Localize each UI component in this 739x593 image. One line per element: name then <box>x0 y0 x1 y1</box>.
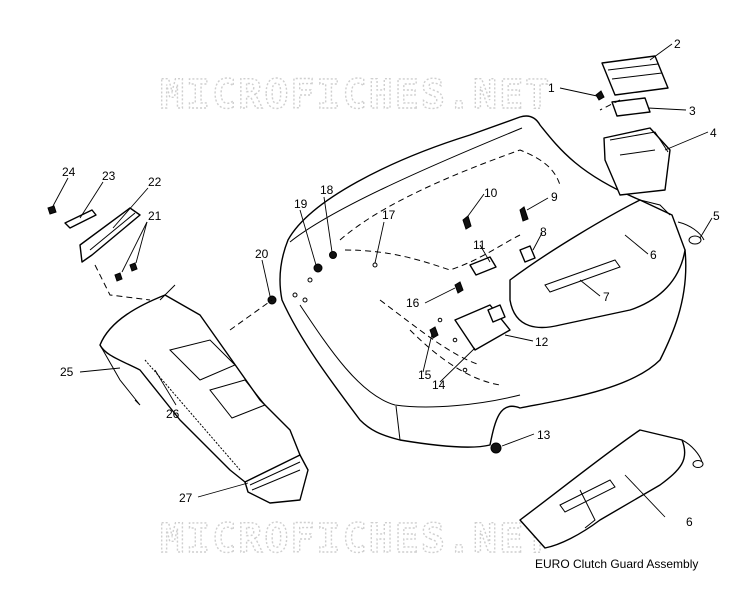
callout-1: 1 <box>548 81 555 95</box>
callout-4: 4 <box>710 126 717 140</box>
diagram-caption: EURO Clutch Guard Assembly <box>535 557 699 571</box>
callout-5: 5 <box>713 209 720 223</box>
watermark-top: MICROFICHES.NET <box>160 72 551 118</box>
callout-10: 10 <box>484 186 498 200</box>
part-4-box <box>603 127 671 196</box>
callout-15: 15 <box>418 368 432 382</box>
callout-20: 20 <box>255 247 269 261</box>
cover-assembly <box>595 55 671 196</box>
leader-lines <box>52 43 713 518</box>
callout-labels: 1 2 3 4 5 6 6 7 8 9 10 11 12 13 14 15 16… <box>60 37 720 529</box>
callout-6a: 6 <box>650 248 657 262</box>
callout-3: 3 <box>689 104 696 118</box>
belt-guard-upper <box>509 199 705 329</box>
callout-24: 24 <box>62 165 76 179</box>
belt-guard-lower <box>519 429 704 549</box>
part-3-pad <box>611 97 651 117</box>
left-side-guard <box>99 284 309 504</box>
watermark-bottom: MICROFICHES.NET <box>160 516 551 562</box>
callout-14: 14 <box>432 378 446 392</box>
callout-17: 17 <box>382 208 396 222</box>
bracket-assembly <box>47 205 141 282</box>
callout-19: 19 <box>294 197 308 211</box>
part-2-cap <box>601 55 669 96</box>
callout-6b: 6 <box>686 515 693 529</box>
part-1-screw <box>595 90 605 101</box>
clutch-guard-body <box>279 115 687 448</box>
callout-11: 11 <box>473 238 486 252</box>
callout-12: 12 <box>535 335 549 349</box>
callout-18: 18 <box>320 183 334 197</box>
callout-21: 21 <box>148 209 162 223</box>
assembly-lines <box>94 99 621 331</box>
callout-22: 22 <box>148 175 162 189</box>
callout-16: 16 <box>406 296 420 310</box>
callout-7: 7 <box>603 290 610 304</box>
callout-8: 8 <box>540 225 547 239</box>
callout-13: 13 <box>537 428 551 442</box>
hardware <box>267 206 536 454</box>
callout-25: 25 <box>60 365 74 379</box>
callout-2: 2 <box>674 37 681 51</box>
callout-26: 26 <box>166 407 180 421</box>
callout-27: 27 <box>179 491 193 505</box>
callout-9: 9 <box>551 190 558 204</box>
callout-23: 23 <box>102 169 116 183</box>
